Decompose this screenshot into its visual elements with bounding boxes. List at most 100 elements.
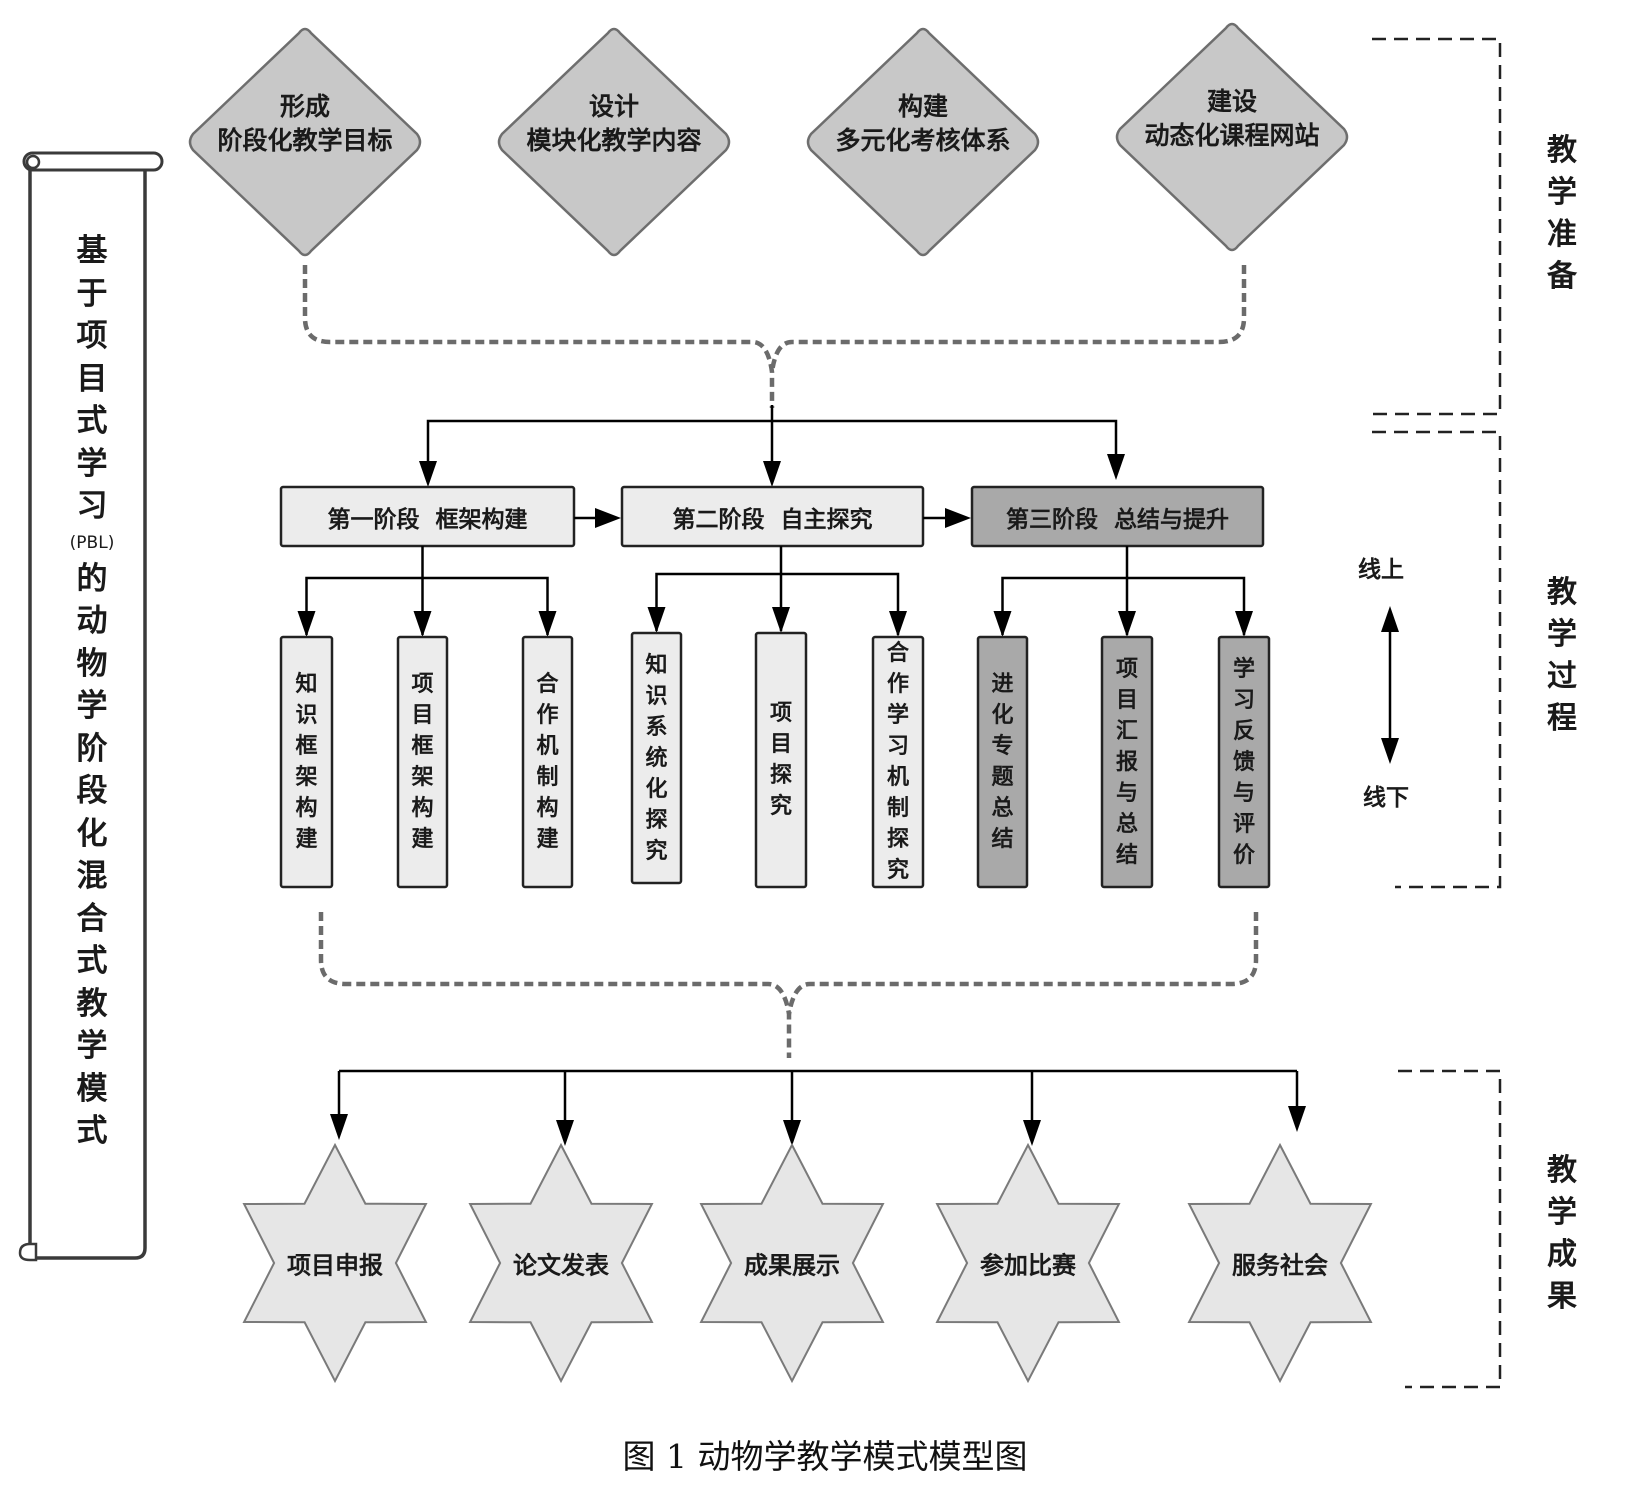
scroll-title-char: 混: [76, 858, 108, 894]
stage-child-char: 专: [991, 734, 1014, 759]
stage-child-char: 框: [411, 734, 434, 759]
stage-child-char: 制: [536, 765, 559, 790]
preparation-item-object: 多元化考核体系: [835, 126, 1011, 155]
stage-child-char: 汇: [1115, 718, 1138, 744]
arrowhead-icon: [1118, 611, 1136, 637]
scroll-title-char: 基: [76, 233, 108, 269]
stage-child-boxes: [279, 546, 1399, 889]
stage-child-box: [521, 635, 574, 889]
section-bracket-outcomes: [1398, 1069, 1502, 1389]
stage-child-label: 合作学习机制探究: [873, 637, 923, 887]
scroll-title-char: 式: [76, 403, 108, 439]
stage-child-char: 学: [1232, 656, 1255, 682]
stage-child-char: 评: [1232, 811, 1255, 837]
section-label-char: 教: [1547, 133, 1577, 168]
stage-child-char: 项: [411, 672, 434, 697]
stage-child-char: 作: [536, 703, 559, 728]
stage-child-box: [630, 631, 683, 885]
section-bracket-process: [1372, 430, 1502, 889]
stage-child-label: 项目探究: [756, 633, 806, 887]
stage-child-char: 架: [411, 765, 434, 790]
child-connector-line: [305, 576, 549, 635]
stage-child-box: [976, 635, 1029, 889]
stage-boxes: [279, 485, 1265, 548]
online-label: 线上: [1358, 557, 1404, 583]
dashed-merge-connector: [318, 912, 792, 1058]
outcome-label: 参加比赛: [980, 1251, 1076, 1280]
section-label: 教学成果: [1540, 1150, 1584, 1318]
scroll-title-char: 阶: [76, 730, 108, 767]
stage-child-char: 目: [411, 703, 434, 728]
section-label-char: 学: [1547, 175, 1577, 210]
scroll-title-char: 目: [76, 360, 108, 397]
arrow-up-icon: [1381, 606, 1399, 632]
preparation-diamond: [497, 27, 731, 257]
stage-child-char: 知: [295, 672, 318, 697]
stage-child-char: 探: [886, 827, 909, 852]
stage-child-label: 知识框架构建: [281, 637, 332, 887]
preparation-item-label: 建设动态化课程网站: [1144, 85, 1319, 153]
scroll-title-char: 教: [76, 985, 108, 1022]
stage-child-char: 习: [886, 734, 909, 759]
dashed-merge-connector: [302, 265, 775, 408]
stage-child-char: 探: [769, 763, 792, 788]
stage-child-char: 探: [645, 807, 668, 833]
outcome-star: [699, 1142, 885, 1384]
scroll-title-char: 式: [76, 943, 108, 979]
scroll-title-char: 段: [76, 773, 108, 809]
arrowhead-icon: [297, 611, 316, 637]
arrowhead-icon: [556, 1120, 574, 1146]
stage-box: [279, 485, 576, 548]
stage-child-char: 与: [1115, 780, 1138, 806]
arrowhead-icon: [772, 607, 790, 633]
stage-child-label: 知识系统化探究: [632, 633, 681, 883]
stage-child-char: 框: [295, 734, 318, 759]
stage-child-box: [871, 635, 925, 889]
scroll-title-char: 学: [76, 688, 108, 724]
dashed-merge-connector: [786, 912, 1259, 1015]
outcome-star: [935, 1142, 1121, 1384]
stage-box: [620, 485, 925, 548]
stage-child-char: 进: [991, 672, 1014, 697]
stage-child-char: 究: [769, 794, 792, 819]
section-label: 教学过程: [1540, 572, 1584, 740]
preparation-item-object: 动态化课程网站: [1144, 121, 1320, 150]
section-label-char: 程: [1547, 701, 1577, 736]
stage-child-char: 化: [645, 776, 668, 802]
stage-child-box: [396, 635, 449, 889]
stage-child-char: 总: [1115, 811, 1138, 837]
arrowhead-icon: [993, 611, 1012, 637]
outcome-star: [468, 1142, 654, 1384]
stage-child-char: 作: [886, 672, 909, 697]
stage-child-box: [279, 635, 334, 889]
scroll-banner: [18, 151, 164, 1262]
scroll-title-char: (PBL): [69, 532, 115, 553]
stage-child-char: 项: [769, 701, 792, 726]
outcome-label: 项目申报: [287, 1251, 383, 1280]
arrowhead-icon: [1288, 1106, 1306, 1132]
arrowhead-icon: [889, 611, 907, 637]
section-label-char: 准: [1547, 217, 1577, 252]
stage-child-char: 建: [295, 827, 318, 852]
arrowhead-icon: [538, 611, 557, 637]
arrowhead-icon: [413, 611, 432, 637]
stage-child-char: 学: [886, 703, 909, 728]
stage-child-char: 目: [1115, 687, 1138, 713]
preparation-item-label: 设计模块化教学内容: [526, 90, 701, 158]
section-label-char: 学: [1547, 617, 1577, 652]
stage-child-char: 与: [1232, 780, 1255, 806]
preparation-item-verb: 形成: [279, 92, 331, 121]
outcome-star: [242, 1142, 428, 1384]
stage-child-char: 构: [536, 796, 559, 821]
scroll-title-char: 模: [76, 1070, 108, 1107]
stage-child-char: 化: [991, 703, 1014, 728]
stage-child-char: 系: [645, 714, 668, 740]
stage-child-label: 项目框架构建: [398, 637, 447, 887]
preparation-item-object: 模块化教学内容: [526, 126, 702, 155]
stage-child-char: 总: [991, 796, 1014, 821]
stage-child-char: 建: [536, 827, 559, 852]
stage-child-label: 学习反馈与评价: [1219, 637, 1269, 887]
arrow-down-icon: [1381, 738, 1399, 764]
stage-child-char: 反: [1232, 718, 1255, 744]
